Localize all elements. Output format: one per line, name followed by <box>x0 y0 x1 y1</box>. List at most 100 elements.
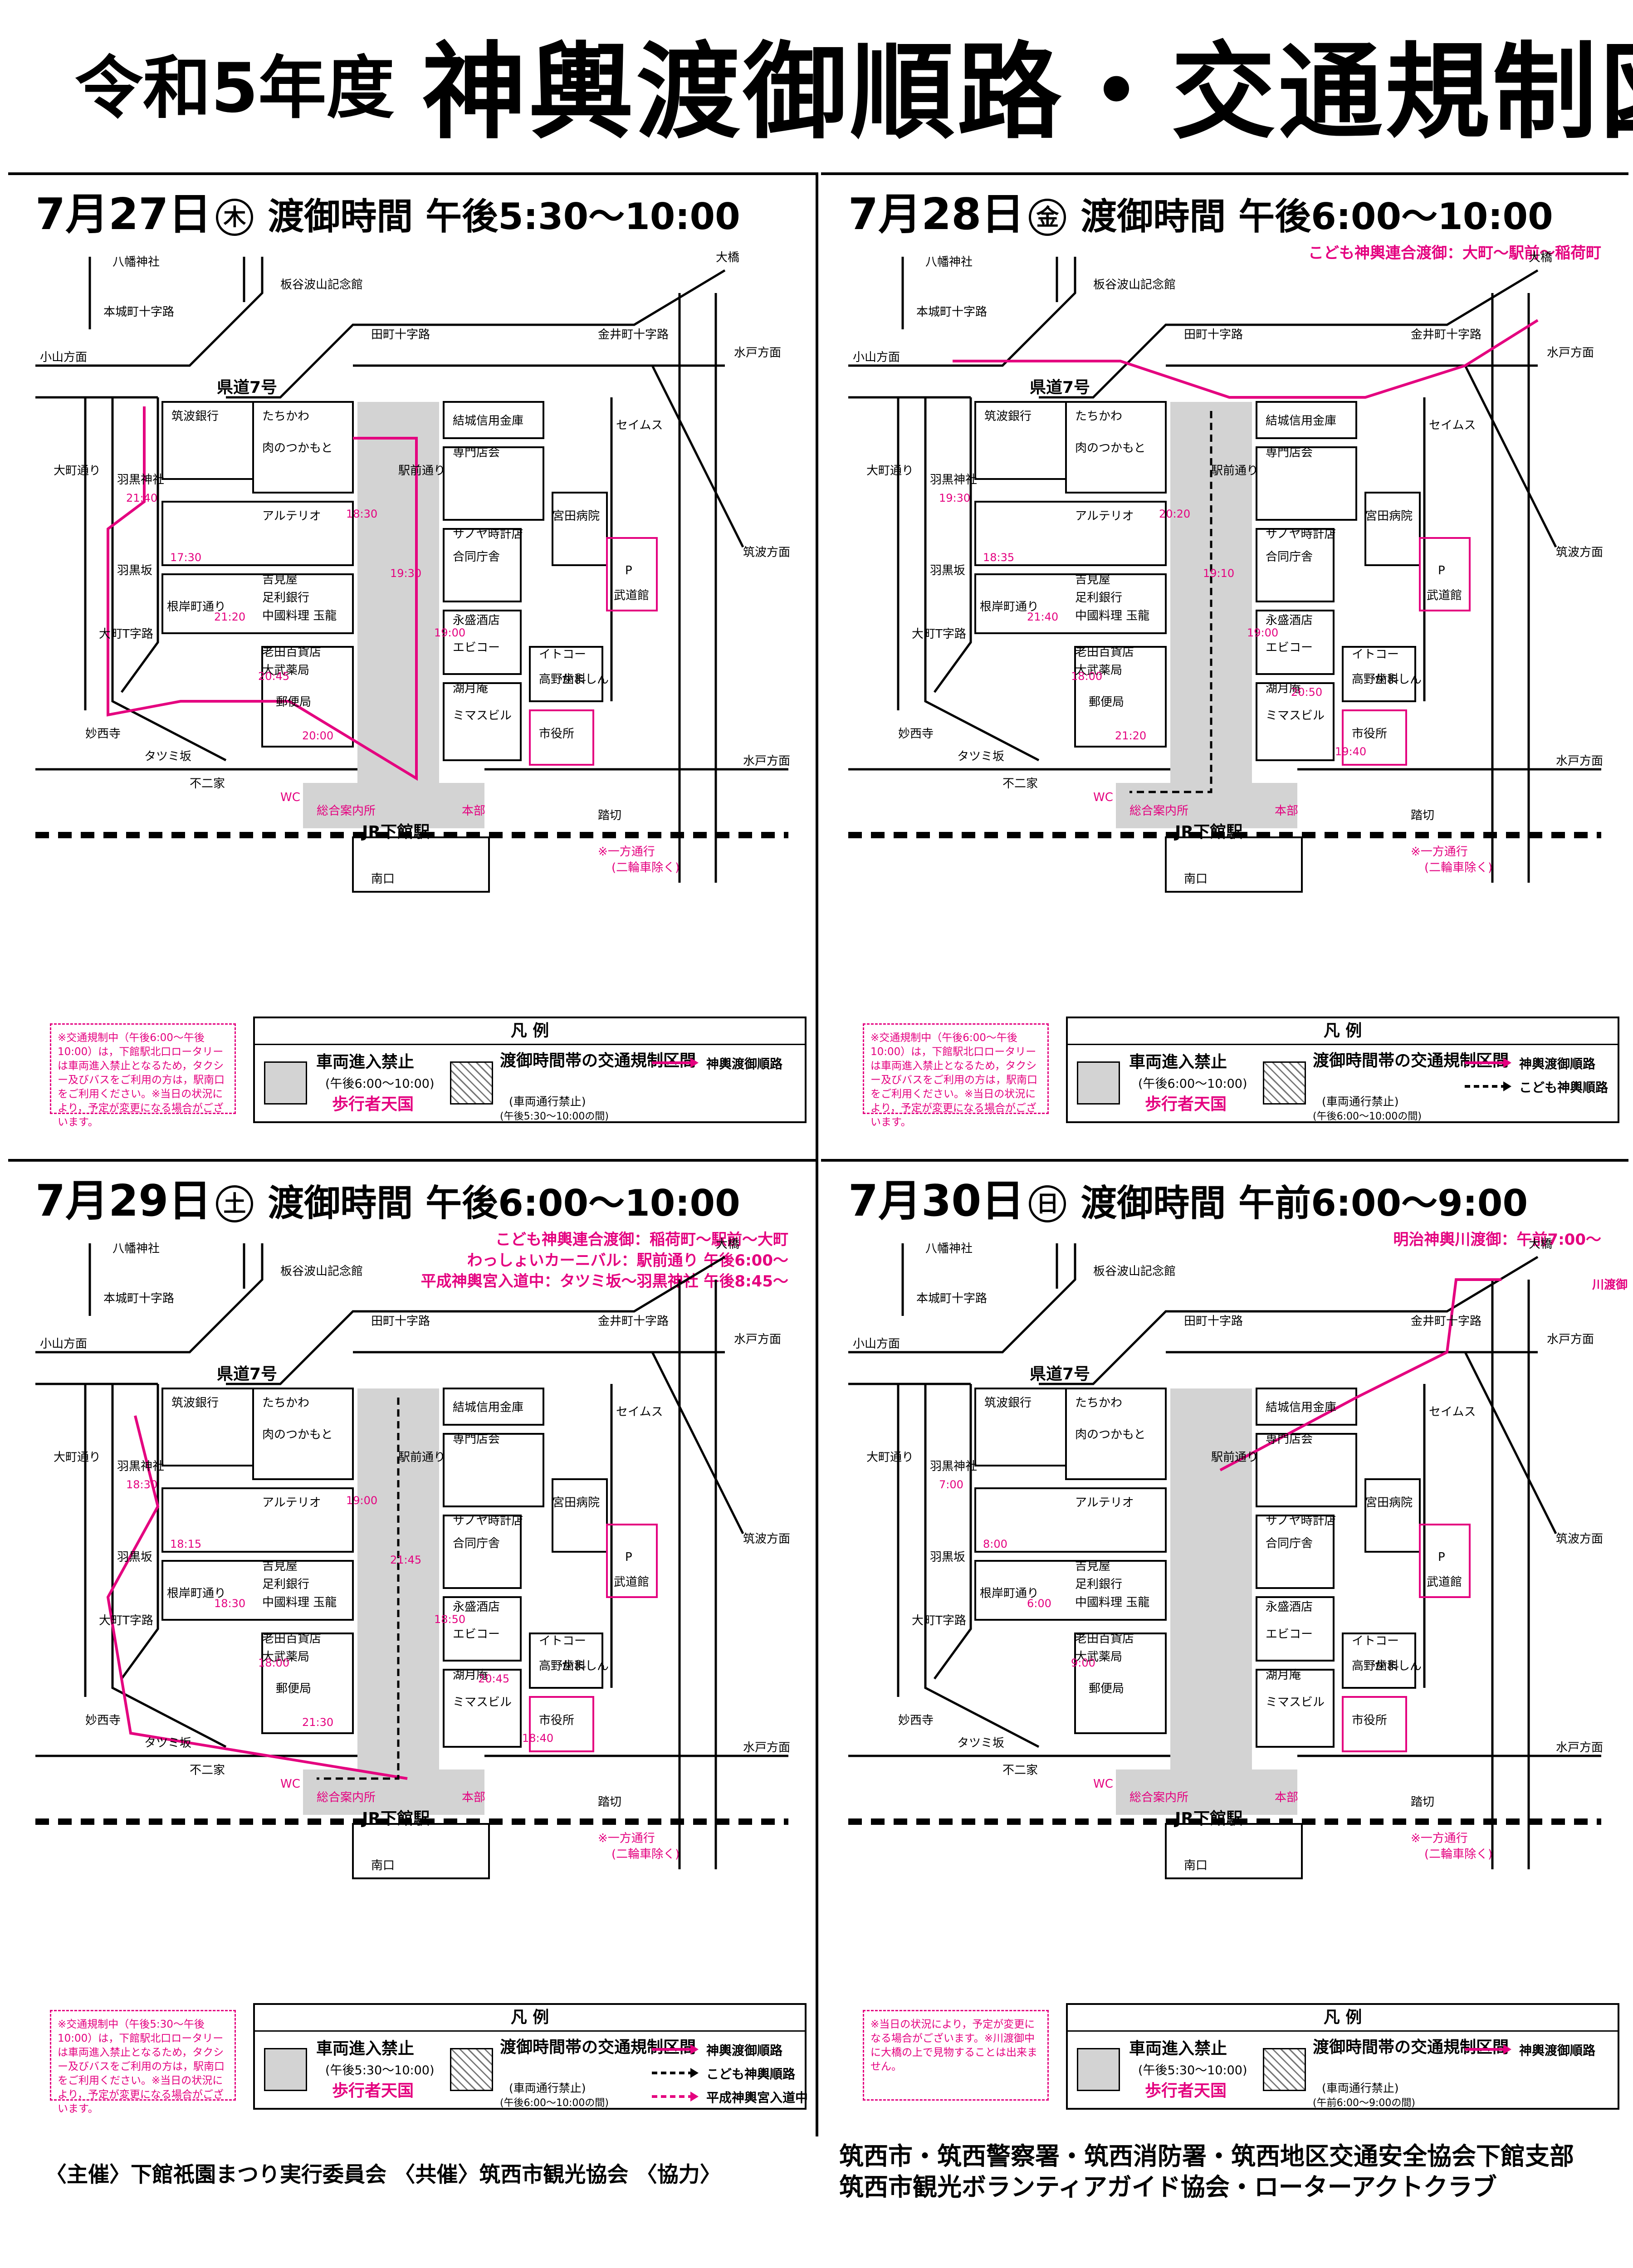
map-label-godo: 合同庁舎 <box>1266 550 1313 564</box>
map-label-funiya: 不二家 <box>190 1764 225 1777</box>
map-label-bunkan: 武道館 <box>1427 1575 1462 1589</box>
map-label-ashikaga: 足利銀行 <box>1075 1578 1122 1591</box>
map-label-ebiko: エビコー <box>453 1628 500 1641</box>
map-label-haguro: 羽黒神社 <box>117 1460 164 1473</box>
children-route-line <box>1129 411 1213 793</box>
closed-label: 車両進入禁止 <box>316 1053 415 1071</box>
legend-arrow-icon <box>1465 1058 1511 1068</box>
map-label-takano: 高野歯科 <box>1352 673 1399 686</box>
map-label-itaya: 板谷波山記念館 <box>280 278 363 292</box>
map-label-honjo: 本城町十字路 <box>103 1292 174 1305</box>
map-label-funiya: 不二家 <box>1002 777 1038 791</box>
map-label-ebiko: エビコー <box>1266 641 1313 655</box>
map-label-bunkan: 武道館 <box>1427 589 1462 602</box>
map-label-fumikiri: 踏切 <box>1411 809 1434 822</box>
map-label-yubin: 郵便局 <box>276 695 311 709</box>
zone-time: (午後6:00〜10:00の間) <box>500 2097 609 2109</box>
map-label-tsukubabank: 筑波銀行 <box>984 410 1032 423</box>
route-time-label: 18:30 <box>126 1478 157 1491</box>
map-label-myosai: 妙西寺 <box>898 727 934 741</box>
route-time-label: 19:00 <box>1247 626 1278 639</box>
map-label-nikutsu: 肉のつかもと <box>262 1428 332 1442</box>
legend-arrow-icon <box>652 2092 699 2102</box>
map-label-shiyaku: 市役所 <box>1352 1714 1387 1727</box>
map-label-oneway2: (二輪車除く) <box>1424 1848 1492 1861</box>
route-time-label: 18:15 <box>170 1538 201 1550</box>
route-time-label: 18:40 <box>522 1732 553 1745</box>
route-time-label: 19:10 <box>1203 567 1234 580</box>
legend-arrow-icon <box>652 1058 699 1068</box>
panel-date: 7月28日 <box>848 190 1025 240</box>
zone-label: 渡御時間帯の交通規制区間 <box>1313 2038 1509 2057</box>
map-label-oneway2: (二輪車除く) <box>611 861 680 875</box>
map-label-kendo: 県道7号 <box>217 1365 277 1383</box>
mikoshi-route-line <box>106 1415 408 1780</box>
panel-hours: 渡御時間 午後5:30〜10:00 <box>268 196 740 238</box>
route-time-label: 20:20 <box>1159 508 1190 520</box>
map-label-myosai: 妙西寺 <box>898 1714 934 1727</box>
map-label-taimachiT: 大町T字路 <box>99 627 153 641</box>
legend-item-label: 神輿渡御順路 <box>1519 1056 1596 1071</box>
map-label-info: 総合案内所 <box>317 804 376 818</box>
map-label-taimachi: 大町通り <box>54 464 101 478</box>
map-label-eisei: 永盛酒店 <box>453 1600 500 1614</box>
map-label-haguro: 羽黒神社 <box>117 473 164 487</box>
pedestrian-label: 歩行者天国 <box>1145 1095 1227 1114</box>
map-label-oneway: ※一方通行 <box>598 1832 655 1845</box>
map-label-p: P <box>625 564 632 577</box>
notice-box: ※交通規制中（午後6:00〜午後10:00）は，下館駅北口ロータリーは車両進入禁… <box>50 1023 236 1128</box>
map-label-myosai: 妙西寺 <box>85 727 121 741</box>
map-label-oneway2: (二輪車除く) <box>611 1848 680 1861</box>
map-label-haguroz: 羽黒坂 <box>117 564 152 577</box>
map-label-mito1: 水戸方面 <box>1547 346 1594 360</box>
map-label-funiya: 不二家 <box>190 777 225 791</box>
event-notes: こども神輿連合渡御：大町〜駅前〜稲荷町 <box>1308 243 1601 264</box>
map-label-kendo: 県道7号 <box>1030 378 1090 397</box>
map-label-otake: 大武薬局 <box>1075 1650 1122 1664</box>
route-time-label: 19:00 <box>346 1494 377 1507</box>
map-label-seims: セイムス <box>616 1405 663 1419</box>
notice-box: ※交通規制中（午後5:30〜午後10:00）は，下館駅北口ロータリーは車両進入禁… <box>50 2010 236 2114</box>
map-label-takano: 高野歯科 <box>1352 1659 1399 1673</box>
legend-item-label: 神輿渡御順路 <box>706 1056 783 1071</box>
route-time-label: 20:45 <box>258 670 289 683</box>
map-label-tachikawa: たちかわ <box>1075 1396 1122 1410</box>
map-label-seims: セイムス <box>616 419 663 432</box>
map-label-negishi: 根岸町通り <box>167 1587 226 1600</box>
map-label-mimasu: ミマスビル <box>1266 1696 1325 1709</box>
panel-title: 7月29日土渡御時間 午後6:00〜10:00 <box>35 1180 740 1223</box>
panel-date: 7月29日 <box>35 1176 212 1226</box>
map-label-info: 総合案内所 <box>317 1791 376 1804</box>
map-label-tamachi: 田町十字路 <box>1184 1315 1243 1328</box>
map-label-kanai: 金井町十字路 <box>598 1315 669 1328</box>
map-label-kogetsu: 湖月庵 <box>1266 682 1301 695</box>
map-label-senmon: 専門店会 <box>1266 446 1313 459</box>
map-label-station: JR下館駅 <box>1173 1809 1242 1828</box>
map-label-haguro: 羽黒神社 <box>930 1460 977 1473</box>
zone-label: 渡御時間帯の交通規制区間 <box>1313 1051 1509 1070</box>
map-label-wc: WC <box>280 1777 300 1791</box>
route-time-label: 21:20 <box>1115 729 1146 742</box>
route-time-label: 18:00 <box>1071 670 1102 683</box>
map-label-station: JR下館駅 <box>361 1809 430 1828</box>
map-label-ashikaga: 足利銀行 <box>262 591 309 605</box>
map-label-nikutsu: 肉のつかもと <box>262 441 332 455</box>
map-label-ohashi: 大橋 <box>1529 1237 1552 1251</box>
map-label-itaya: 板谷波山記念館 <box>1093 1265 1176 1278</box>
map-label-ekimae: 駅前通り <box>398 464 445 478</box>
map-label-myosai: 妙西寺 <box>85 1714 121 1727</box>
map-label-oneway: ※一方通行 <box>1411 845 1468 859</box>
street-map: 八幡神社板谷波山記念館大町通り本城町十字路田町十字路金井町十字路大橋小山方面水戸… <box>848 1237 1628 1879</box>
closed-swatch <box>264 2048 307 2091</box>
route-time-label: 18:30 <box>214 1597 245 1610</box>
map-label-negishi: 根岸町通り <box>980 1587 1039 1600</box>
map-label-fumikiri: 踏切 <box>598 809 621 822</box>
map-label-tsukubabank: 筑波銀行 <box>171 1396 219 1410</box>
cooperators-line2: 筑西市観光ボランティアガイド協会・ローターアクトクラブ <box>839 2172 1497 2201</box>
map-label-kamashin: かましん <box>562 1659 609 1673</box>
map-label-godo: 合同庁舎 <box>453 1537 500 1550</box>
zone-time: (午後5:30〜10:00の間) <box>500 1111 609 1122</box>
zone-swatch <box>1263 2048 1306 2091</box>
map-label-wc: WC <box>1093 791 1113 804</box>
map-label-yuki: 結城信用金庫 <box>1266 1401 1336 1414</box>
